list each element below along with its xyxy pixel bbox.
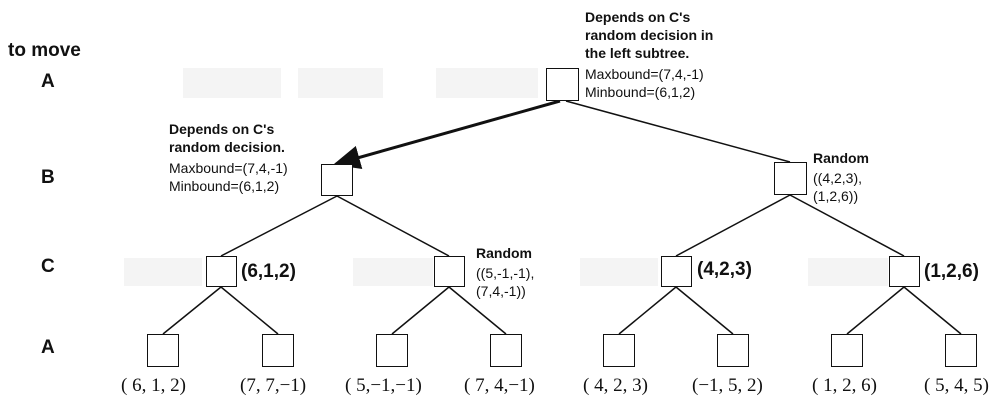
b-left-minbound: Minbound=(6,1,2) (169, 178, 280, 194)
b-left-note-line-1: Depends on C's (169, 121, 275, 137)
to-move-header: to move (8, 40, 81, 61)
b-right-line-1: ((4,2,3), (813, 170, 863, 186)
c-node-2-line-1: ((5,-1,-1), (476, 265, 535, 281)
root-note-line-3: the left subtree. (585, 45, 690, 61)
leaf-node-3 (376, 334, 408, 367)
c-node-3-value: (4,2,3) (697, 259, 752, 280)
c-node-1 (206, 256, 237, 287)
edge-c2-to-leaf3 (391, 286, 450, 335)
leaf-node-1 (147, 334, 179, 367)
leaf-value-7: ( 1, 2, 6) (812, 375, 877, 396)
edge-b-right-to-c3 (675, 194, 791, 257)
leaf-value-3: ( 5,−1,−1) (345, 375, 422, 396)
turn-label-level-4: A (41, 337, 55, 358)
root-note-line-2: random decision in (585, 27, 714, 43)
mask-patch (183, 68, 281, 98)
b-right-random-label: Random (813, 150, 869, 166)
root-node (546, 68, 579, 101)
root-note-line-1: Depends on C's (585, 9, 691, 25)
c-node-4-value: (1,2,6) (924, 261, 979, 282)
mask-patch (808, 258, 888, 286)
leaf-node-7 (831, 334, 863, 367)
leaf-value-5: ( 4, 2, 3) (583, 375, 648, 396)
c-node-2-line-2: (7,4,-1)) (476, 283, 526, 299)
leaf-node-8 (945, 334, 977, 367)
b-right-line-2: (1,2,6)) (813, 188, 859, 204)
mask-patch (580, 258, 658, 286)
leaf-value-6: (−1, 5, 2) (692, 375, 763, 396)
edge-c1-to-leaf2 (220, 286, 279, 335)
b-left-maxbound: Maxbound=(7,4,-1) (169, 160, 288, 176)
mask-patch (353, 258, 433, 286)
edge-c1-to-leaf1 (162, 286, 222, 335)
mask-patch (298, 68, 383, 98)
c-node-3 (661, 256, 692, 287)
leaf-node-2 (262, 334, 294, 367)
leaf-value-1: ( 6, 1, 2) (121, 375, 186, 396)
c-node-4 (889, 256, 920, 287)
root-minbound: Minbound=(6,1,2) (585, 84, 696, 100)
b-left-node (321, 164, 353, 196)
edge-root-to-b-left (333, 99, 561, 170)
leaf-value-2: (7, 7,−1) (240, 375, 307, 396)
edge-c3-to-leaf6 (675, 286, 734, 335)
leaf-value-4: ( 7, 4,−1) (464, 375, 535, 396)
c-node-2 (434, 256, 465, 287)
leaf-value-8: ( 5, 4, 5) (924, 375, 989, 396)
leaf-node-4 (490, 334, 522, 367)
c-node-2-random-label: Random (476, 245, 532, 261)
b-right-node (774, 162, 807, 195)
turn-label-level-2: B (41, 167, 55, 188)
edge-b-right-to-c4 (789, 194, 905, 257)
edge-b-left-to-c2 (336, 195, 450, 257)
turn-label-level-1: A (41, 71, 55, 92)
root-maxbound: Maxbound=(7,4,-1) (585, 66, 704, 82)
c-node-1-value: (6,1,2) (241, 261, 296, 282)
mask-patch (436, 68, 538, 98)
edge-root-to-b-right (565, 100, 791, 163)
edge-c4-to-leaf7 (846, 286, 905, 335)
b-left-note-line-2: random decision. (169, 139, 285, 155)
turn-label-level-3: C (41, 256, 55, 277)
leaf-node-6 (717, 334, 749, 367)
edge-c4-to-leaf8 (903, 286, 962, 335)
edge-b-left-to-c1 (220, 195, 338, 257)
edge-c2-to-leaf4 (448, 286, 507, 335)
edge-c3-to-leaf5 (618, 286, 677, 335)
leaf-node-5 (603, 334, 635, 367)
mask-patch (124, 258, 202, 286)
